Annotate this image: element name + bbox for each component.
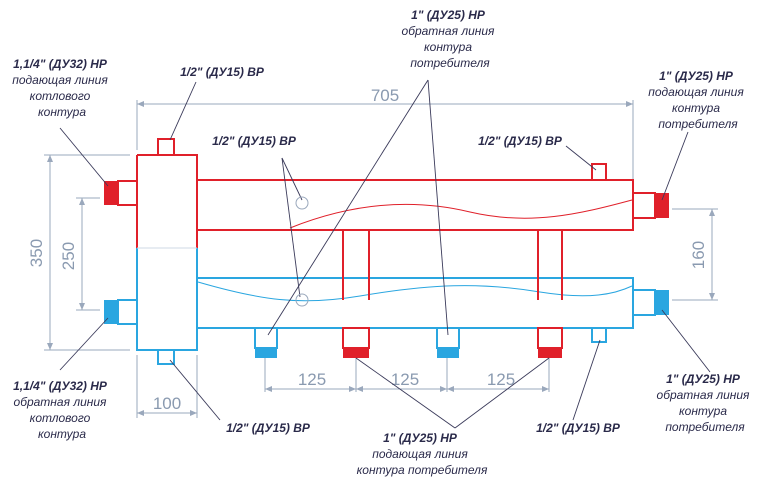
- label-top-port-right: 1/2" (ДУ15) ВР: [478, 134, 563, 148]
- label-consumer-return-top: 1" (ДУ25) НР обратная линия контура потр…: [402, 6, 499, 70]
- label-consumer-supply-bottom: 1" (ДУ25) НР подающая линия контура потр…: [357, 429, 488, 477]
- label-boiler-return: 1,1/4" (ДУ32) НР обратная линия котловог…: [13, 377, 111, 441]
- boiler-return-fitting: [104, 299, 138, 325]
- label-consumer-supply-right: 1" (ДУ25) НР подающая линия контура потр…: [648, 67, 748, 131]
- dimension-spacing: 125 125 125: [264, 358, 550, 392]
- dimension-250: 250: [59, 242, 78, 270]
- dimension-height-outer: 350: [27, 154, 130, 351]
- label-mid-port-left: 1/2" (ДУ15) ВР: [212, 134, 297, 148]
- top-port: [157, 138, 175, 156]
- dimension-350: 350: [27, 239, 46, 267]
- dimension-160: 160: [689, 241, 708, 269]
- dimension-column-width: 100: [136, 355, 198, 418]
- dimension-125-a: 125: [298, 370, 326, 389]
- label-top-port-left: 1/2" (ДУ15) ВР: [180, 65, 265, 79]
- label-bottom-port-right: 1/2" (ДУ15) ВР: [536, 421, 621, 435]
- leader-lines: [59, 79, 711, 429]
- consumer-nozzle-4: [537, 327, 563, 358]
- bottom-right-port: [591, 327, 607, 343]
- dimension-125-c: 125: [487, 370, 515, 389]
- consumer-supply-fitting: [632, 192, 669, 219]
- consumer-nozzle-1: [254, 327, 278, 358]
- return-pipe: [197, 277, 634, 329]
- boiler-supply-fitting: [104, 180, 138, 206]
- label-bottom-port-left: 1/2" (ДУ15) ВР: [226, 421, 311, 435]
- label-consumer-return-right: 1" (ДУ25) НР обратная линия контура потр…: [657, 370, 754, 434]
- dimension-705: 705: [371, 86, 399, 105]
- dimension-total-length: 705: [136, 86, 634, 180]
- label-boiler-supply: 1,1/4" (ДУ32) НР подающая линия котловог…: [12, 55, 112, 119]
- dimension-height-inner: 250: [59, 197, 100, 311]
- dimension-100: 100: [153, 394, 181, 413]
- top-right-port: [591, 163, 607, 181]
- consumer-return-fitting: [632, 289, 669, 316]
- dimension-pipe-spacing: 160: [672, 208, 718, 301]
- consumer-nozzle-3: [436, 327, 460, 358]
- dimension-125-b: 125: [391, 370, 419, 389]
- manifold-body: [136, 154, 634, 351]
- consumer-nozzle-2: [342, 327, 370, 358]
